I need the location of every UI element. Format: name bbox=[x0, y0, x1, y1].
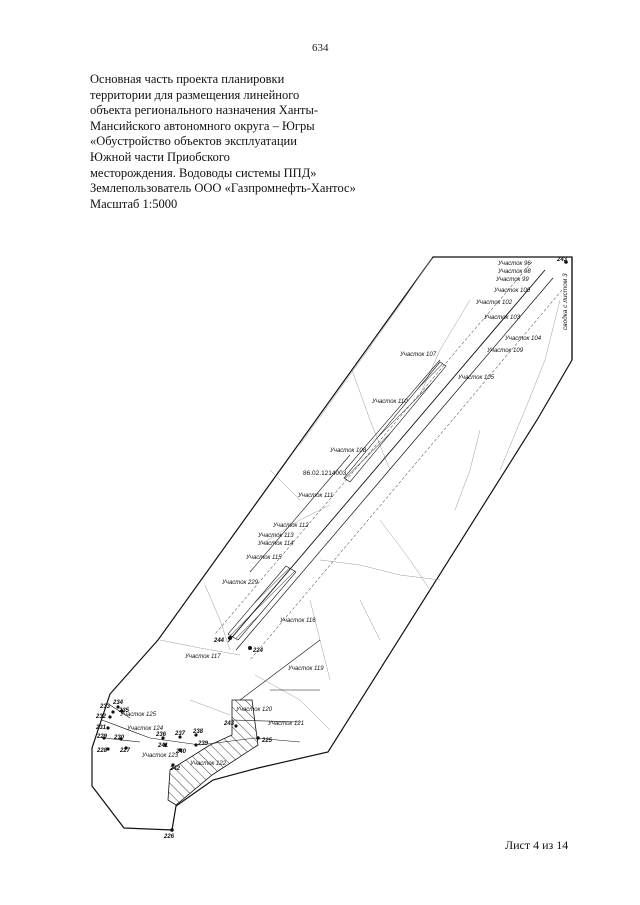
boundary-point-labels: 243 244 224 234 233 235 232 231 229 230 … bbox=[95, 257, 568, 840]
sheet-counter: Лист 4 из 14 bbox=[505, 838, 569, 852]
parcel-label: Участок 103 bbox=[483, 315, 521, 321]
sheet-joint-note: сводка с листом 3 bbox=[561, 273, 569, 330]
parcel-label: Участок 121 bbox=[267, 721, 304, 727]
parcel-label: Участок 114 bbox=[257, 541, 294, 547]
point-label: 233 bbox=[99, 704, 111, 710]
parcel-label: Участок 111 bbox=[297, 493, 333, 499]
point-label: 224 bbox=[252, 648, 264, 654]
parcel-label: Участок 119 bbox=[287, 666, 324, 672]
parcel-label: Участок 109 bbox=[486, 348, 524, 354]
point-label: 231 bbox=[95, 725, 107, 731]
parcel-label: Участок 115 bbox=[245, 555, 282, 561]
planning-area-boundary bbox=[91, 256, 573, 831]
parcel-label: Участок 124 bbox=[126, 726, 164, 732]
parcel-label: Участок 112 bbox=[272, 523, 309, 529]
parcel-label: Участок 96 bbox=[497, 261, 531, 267]
parcel-label: Участок 104 bbox=[504, 336, 542, 342]
parcel-label: Участок 113 bbox=[257, 533, 294, 539]
cadastral-block-code: 86.02.1214003 bbox=[303, 470, 347, 477]
parcel-label: Участок 110 bbox=[371, 399, 408, 405]
point-label: 230 bbox=[113, 735, 125, 741]
point-label: 226 bbox=[163, 834, 175, 840]
parcel-label: Участок 108 bbox=[329, 448, 367, 454]
point-label: 239 bbox=[197, 741, 209, 747]
pipeline-corridor bbox=[214, 261, 563, 701]
parcel-label: Участок 102 bbox=[475, 300, 513, 306]
cadastral-background-lines bbox=[159, 257, 561, 731]
point-label: 236 bbox=[155, 732, 167, 738]
point-label: 243 bbox=[556, 257, 568, 263]
page-number: 634 bbox=[312, 42, 329, 54]
parcel-label: Участок 100 bbox=[493, 288, 531, 294]
boundary-point-markers bbox=[102, 260, 568, 832]
parcel-label: Участок 123 bbox=[141, 753, 179, 759]
title-line: Землепользователь ООО «Газпромнефть-Хант… bbox=[90, 181, 356, 196]
parcel-label: Участок 125 bbox=[119, 712, 157, 718]
point-label: 238 bbox=[192, 729, 204, 735]
point-label: 227 bbox=[119, 748, 131, 754]
parcel-label: Участок 107 bbox=[399, 352, 437, 358]
parcel-label: Участок 105 bbox=[457, 375, 495, 381]
title-line: «Обустройство объектов эксплуатации bbox=[90, 134, 297, 149]
parcel-label: Участок 122 bbox=[189, 761, 227, 767]
lower-network-lines bbox=[101, 689, 320, 746]
point-label: 242 bbox=[169, 766, 181, 772]
parcel-label: Участок 116 bbox=[279, 618, 316, 624]
scale-label: Масштаб 1:5000 bbox=[90, 196, 178, 211]
parcel-label: Участок 98 bbox=[497, 269, 531, 275]
document-title-block: Основная часть проекта планировки террит… bbox=[90, 72, 390, 212]
point-label: 241 bbox=[157, 743, 169, 749]
point-label: 229 bbox=[96, 734, 108, 740]
point-label: 232 bbox=[95, 714, 107, 720]
hatched-segment-middle bbox=[227, 565, 297, 641]
point-label: 228 bbox=[96, 748, 108, 754]
title-line: территории для размещения линейного bbox=[90, 87, 300, 102]
parcel-label: Участок 117 bbox=[184, 654, 221, 660]
title-line: месторождения. Водоводы системы ППД» bbox=[90, 165, 317, 180]
point-label: 235 bbox=[118, 708, 130, 714]
title-line: Мансийского автономного округа – Югры bbox=[90, 118, 315, 133]
point-label: 243 bbox=[223, 721, 235, 727]
parcel-labels: Участок 96 Участок 98 Участок 99 Участок… bbox=[119, 261, 542, 767]
title-line: объекта регионального назначения Ханты- bbox=[90, 103, 319, 118]
point-label: 244 bbox=[213, 638, 225, 644]
point-label: 240 bbox=[175, 749, 187, 755]
parcel-label: Участок 120 bbox=[235, 707, 273, 713]
hatched-segment-upper bbox=[343, 361, 447, 483]
point-label: 225 bbox=[261, 738, 273, 744]
point-label: 234 bbox=[112, 700, 124, 706]
parcel-label: Участок 99 bbox=[495, 277, 529, 283]
title-line: Южной части Приобского bbox=[90, 149, 230, 164]
point-label: 237 bbox=[174, 731, 186, 737]
parcel-label: Участок 229 bbox=[221, 580, 259, 586]
title-line: Основная часть проекта планировки bbox=[90, 72, 285, 86]
